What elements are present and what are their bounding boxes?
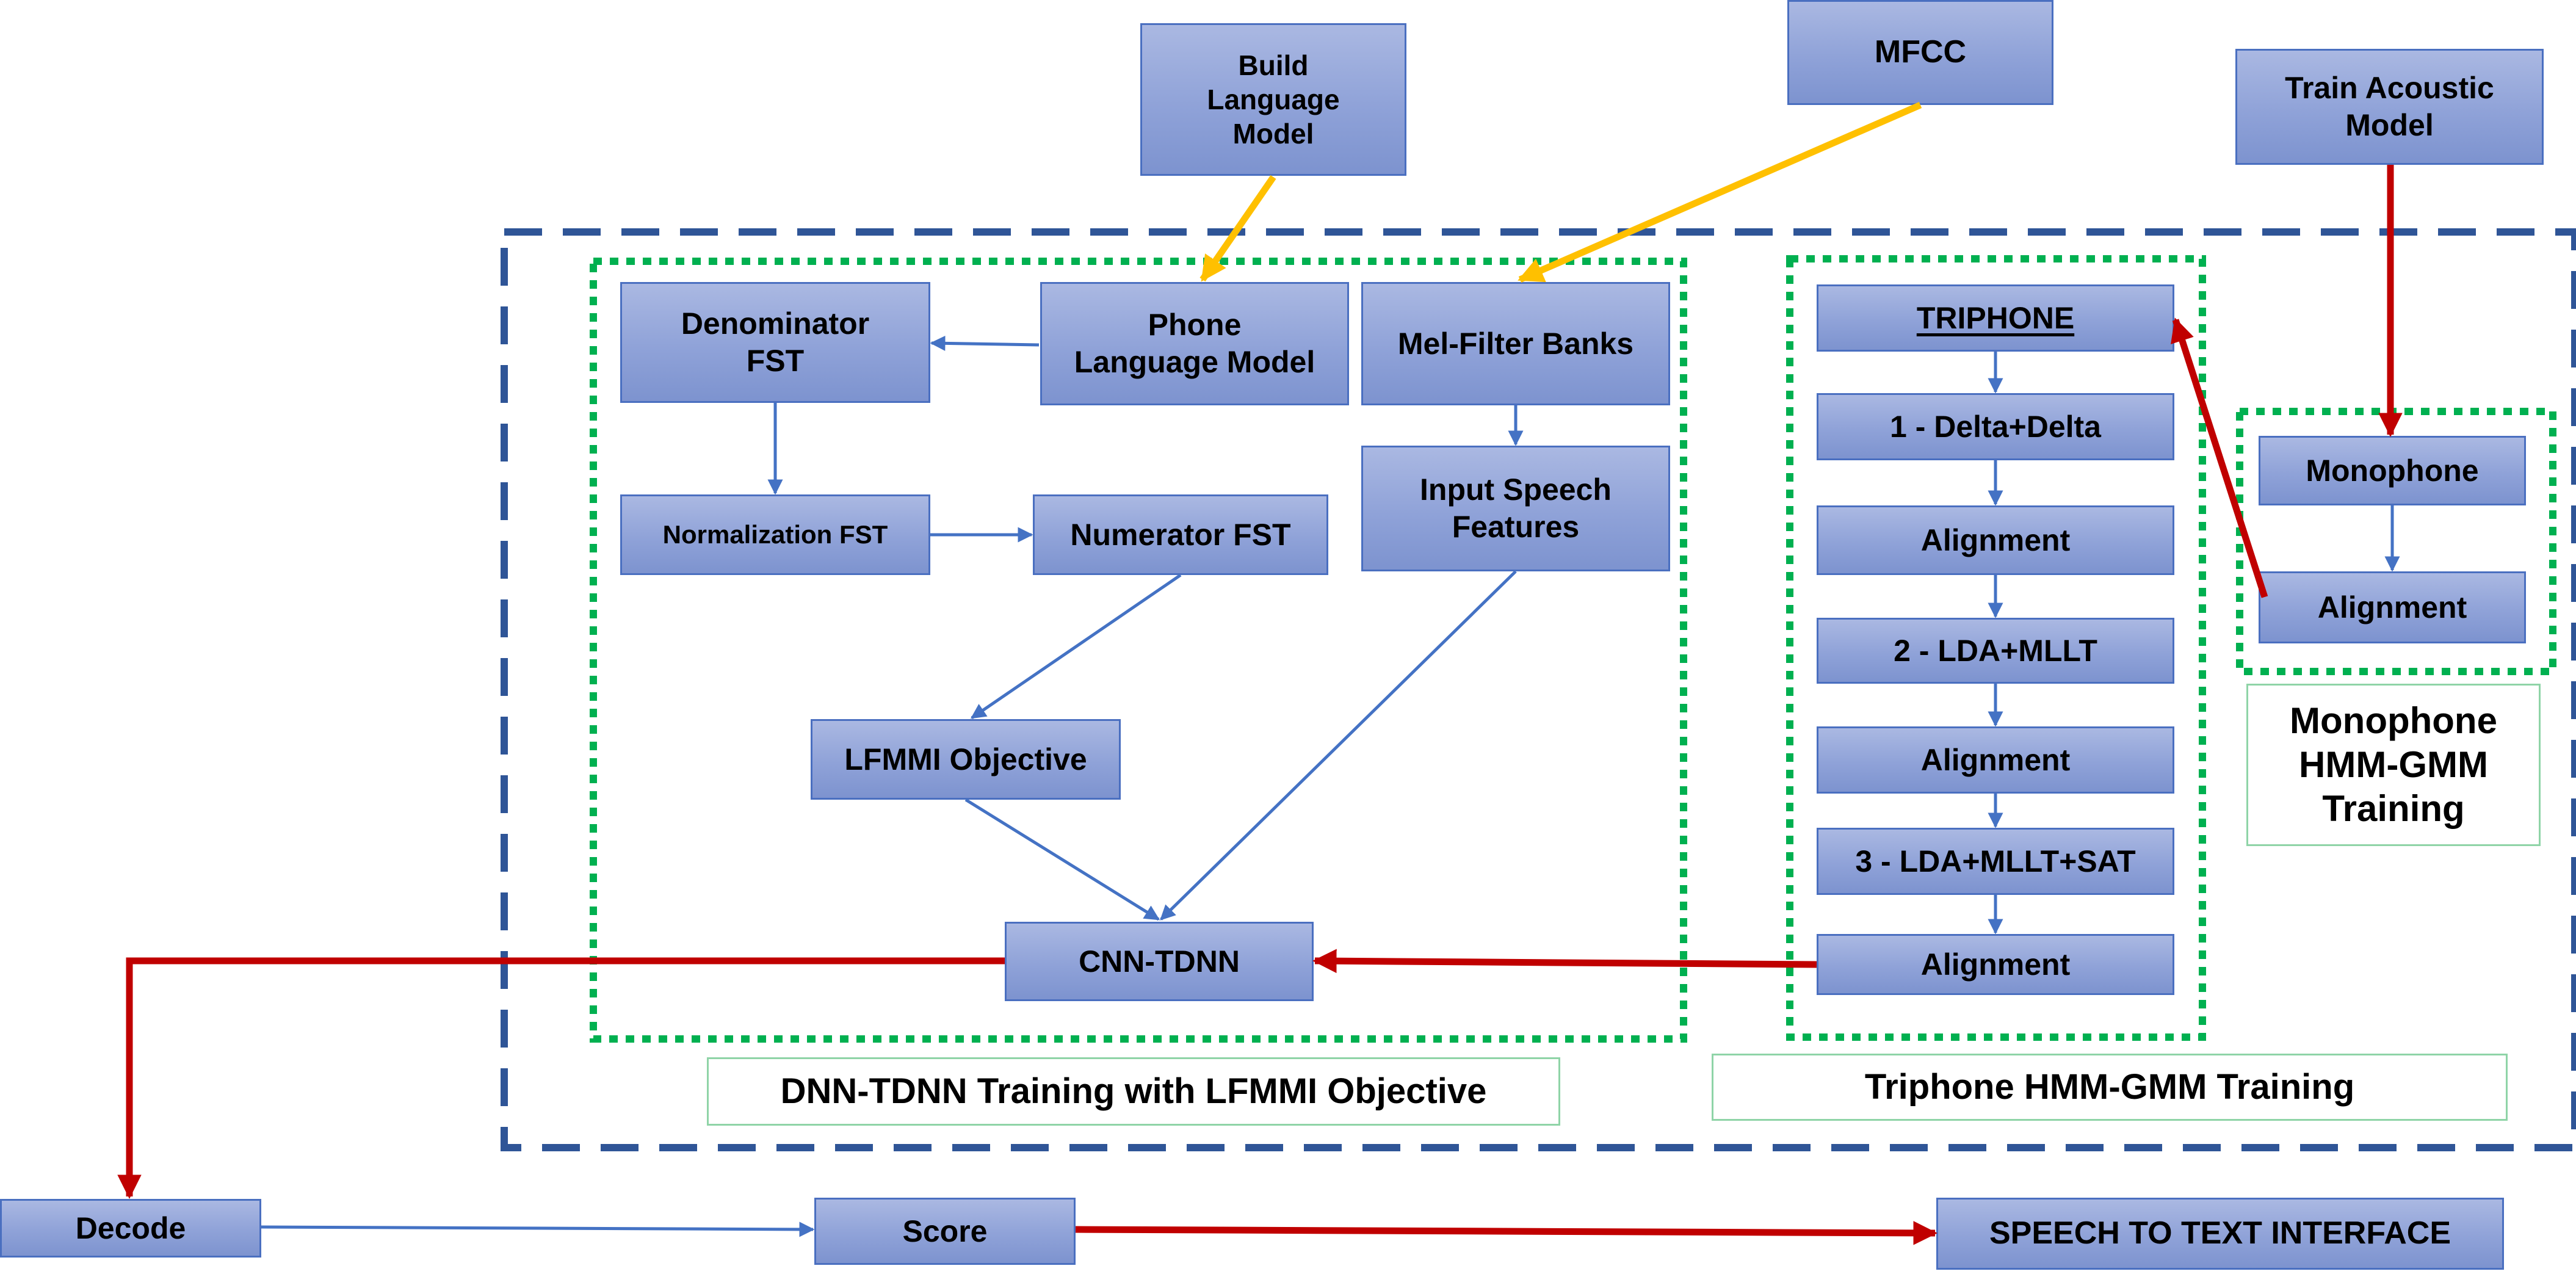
cnn-tdnn-box: CNN-TDNN [1005,922,1314,1001]
lda-mllt-sat-box: 3 - LDA+MLLT+SAT [1817,828,2174,895]
arrow-decode-to-score [261,1222,815,1237]
monophone-label: Monophone [2306,453,2479,488]
arrow-input-speech-to-cnn-tdnn [1160,570,1517,921]
triphone-section-label: Triphone HMM-GMM Training [1712,1054,2508,1121]
phone-language-model-box: Phone Language Model [1040,282,1349,405]
score-box: Score [814,1198,1076,1265]
lda-mllt-box: 2 - LDA+MLLT [1817,618,2174,684]
alignment-1-box: Alignment [1817,505,2174,575]
alignment-1-label: Alignment [1920,523,2071,557]
dnn-dotted-frame [590,258,1687,1043]
monophone-section-label: Monophone HMM-GMM Training [2246,684,2541,846]
dnn-section-label-text: DNN-TDNN Training with LFMMI Objective [780,1071,1487,1112]
speech-to-text-interface-box: SPEECH TO TEXT INTERFACE [1936,1198,2504,1270]
decode-box: Decode [0,1199,261,1258]
speech-to-text-interface-label: SPEECH TO TEXT INTERFACE [1989,1215,2451,1251]
denominator-fst-box: Denominator FST [620,282,930,403]
lfmmi-objective-label: LFMMI Objective [844,742,1087,776]
numerator-fst-box: Numerator FST [1033,494,1328,575]
lda-mllt-label: 2 - LDA+MLLT [1894,633,2097,668]
cnn-tdnn-label: CNN-TDNN [1079,944,1240,979]
triphone-label: TRIPHONE [1916,300,2075,335]
arrow-build-lm-to-phone-lm [1199,175,1276,282]
delta-delta-box: 1 - Delta+Delta [1817,393,2174,460]
monophone-section-label-text: Monophone HMM-GMM Training [2290,700,2497,829]
build-language-model-label: Build Language Model [1207,49,1340,150]
triphone-dotted-frame [1786,255,2206,1041]
lda-mllt-sat-label: 3 - LDA+MLLT+SAT [1855,844,2136,878]
outer-dashed-frame [501,228,2576,1151]
alignment-mono-box: Alignment [2259,571,2526,643]
normalization-fst-label: Normalization FST [662,520,888,549]
input-speech-features-label: Input Speech Features [1420,472,1612,544]
mel-filter-banks-box: Mel-Filter Banks [1361,282,1670,405]
delta-delta-label: 1 - Delta+Delta [1890,409,2101,444]
arrow-alignment-mono-to-triphone [2171,317,2268,598]
decode-label: Decode [75,1211,186,1245]
triphone-section-label-text: Triphone HMM-GMM Training [1864,1067,2355,1107]
denominator-fst-label: Denominator FST [681,306,870,378]
phone-language-model-label: Phone Language Model [1074,308,1315,379]
dnn-section-label: DNN-TDNN Training with LFMMI Objective [707,1057,1560,1126]
triphone-box: TRIPHONE [1817,284,2174,352]
score-label: Score [902,1214,988,1248]
arrow-alignment-3-to-cnn-tdnn [1312,949,1817,974]
arrow-cnn-tdnn-to-decode [117,957,1005,1199]
numerator-fst-label: Numerator FST [1070,517,1291,552]
monophone-dotted-frame [2236,408,2556,675]
arrow-lfmmi-to-cnn-tdnn [964,798,1160,921]
arrow-mfcc-to-mel-filter [1518,101,1922,283]
alignment-2-label: Alignment [1920,742,2071,777]
train-acoustic-model-box: Train Acoustic Model [2235,49,2544,165]
train-acoustic-model-label: Train Acoustic Model [2285,71,2494,142]
alignment-2-box: Alignment [1817,726,2174,794]
arrow-numerator-to-lfmmi [970,573,1182,720]
alignment-mono-label: Alignment [2317,590,2467,624]
normalization-fst-box: Normalization FST [620,494,930,575]
alignment-3-label: Alignment [1920,947,2071,982]
mfcc-box: MFCC [1787,0,2053,105]
mel-filter-banks-label: Mel-Filter Banks [1397,326,1634,361]
alignment-3-box: Alignment [1817,934,2174,995]
input-speech-features-box: Input Speech Features [1361,446,1670,571]
lfmmi-objective-box: LFMMI Objective [811,719,1121,800]
mfcc-label: MFCC [1874,34,1967,70]
arrow-phone-lm-to-denominator [930,335,1040,351]
build-language-model-box: Build Language Model [1140,23,1406,176]
arrow-score-to-speech-to-text [1075,1221,1937,1245]
